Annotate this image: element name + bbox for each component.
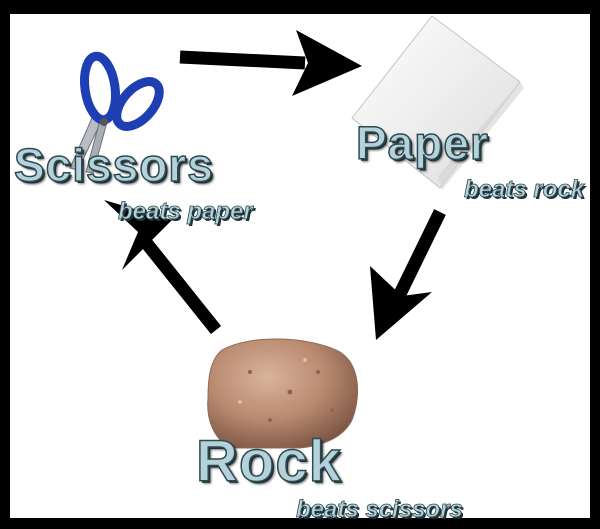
rock-label: Rock: [196, 428, 342, 495]
scissors-caption: beats paper: [118, 198, 253, 226]
arrow-paper-to-rock: [370, 212, 440, 340]
paper-caption: beats rock: [464, 176, 584, 204]
scissors-label: Scissors: [14, 138, 214, 192]
paper-label: Paper: [356, 116, 489, 170]
arrow-scissors-to-paper: [180, 30, 362, 96]
rock-caption: beats scissors: [296, 496, 463, 524]
